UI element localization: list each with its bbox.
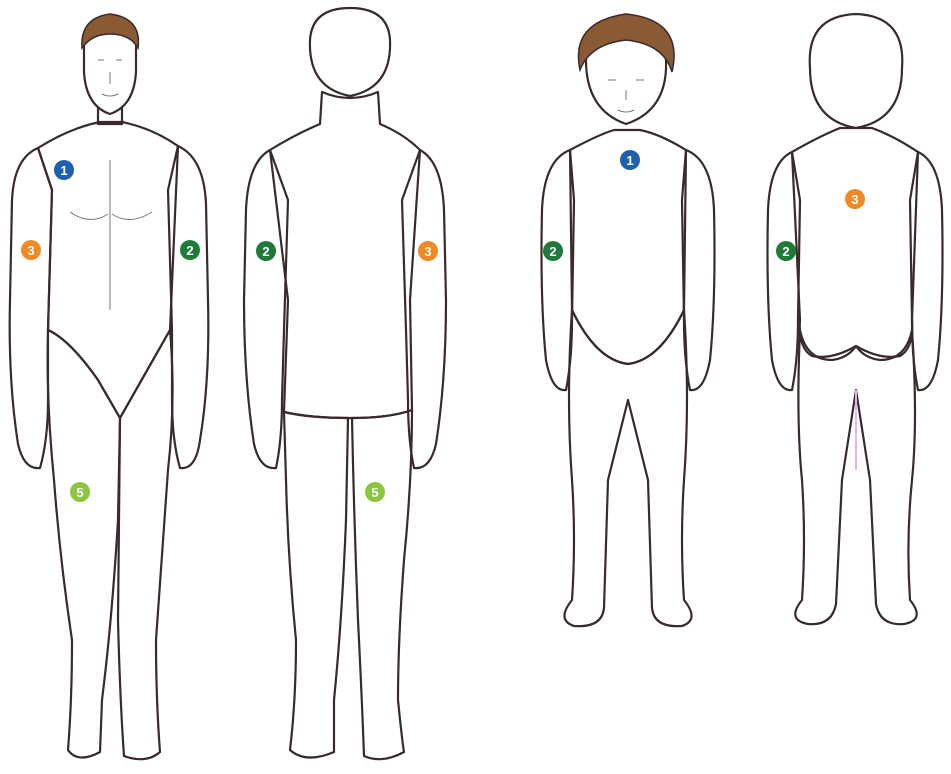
adult-back-leg-region-4 <box>284 412 348 758</box>
label-text-1: 1 <box>60 163 67 178</box>
adult-back-label-6: 6 <box>342 211 351 230</box>
adult-back-head <box>310 8 390 96</box>
adult-back-left-arm-region-2 <box>244 150 288 468</box>
child-back-figure <box>768 14 943 624</box>
child-back-label-4: 4 <box>822 387 832 406</box>
child-back-head <box>810 14 903 128</box>
adult-front-leg-region-5 <box>48 330 120 758</box>
adult-back-label-2: 2 <box>256 241 276 261</box>
adult-front-left-arm-region-2 <box>168 146 208 468</box>
child-back-torso-region-3 <box>792 128 918 357</box>
child-front-label-1: 1 <box>620 150 640 170</box>
label-text-2: 2 <box>186 243 193 258</box>
adult-back-right-arm-region-3 <box>402 150 446 468</box>
child-back-legs-region-4 <box>795 330 916 624</box>
child-back-right-arm-region-2 <box>910 152 943 390</box>
label-text-3: 3 <box>851 192 858 207</box>
child-back-left-arm-region-2 <box>768 152 801 390</box>
adult-front-label-4: 4 <box>134 483 144 502</box>
child-front-figure <box>542 14 715 626</box>
child-back-label-2: 2 <box>776 241 796 261</box>
child-front-hair <box>578 14 674 72</box>
label-text-3: 3 <box>424 244 431 259</box>
adult-front-label-3: 3 <box>21 240 41 260</box>
label-text-2: 2 <box>262 244 269 259</box>
label-text-5: 5 <box>76 485 83 500</box>
child-back-label-3: 3 <box>845 189 865 209</box>
label-text-1: 1 <box>626 153 633 168</box>
label-text-2: 2 <box>549 244 556 259</box>
adult-front-leg-region-4 <box>118 330 173 759</box>
adult-front-face <box>98 60 122 96</box>
adult-front-figure <box>10 14 209 759</box>
adult-front-hair <box>82 14 139 48</box>
adult-back-region-6 <box>270 92 420 418</box>
adult-back-figure <box>244 8 446 759</box>
label-text-5: 5 <box>371 485 378 500</box>
adult-front-label-1: 1 <box>54 160 74 180</box>
child-front-label-2: 2 <box>543 241 563 261</box>
adult-back-label-5: 5 <box>365 482 385 502</box>
child-front-face <box>608 80 644 112</box>
adult-back-label-4: 4 <box>313 483 323 502</box>
adult-front-right-arm-region-3 <box>10 148 52 468</box>
adult-front-label-2: 2 <box>180 240 200 260</box>
adult-back-leg-region-5 <box>352 410 412 759</box>
adult-front-chest-lines <box>70 160 152 310</box>
adult-back-label-3: 3 <box>418 241 438 261</box>
adult-front-label-5: 5 <box>70 482 90 502</box>
label-text-2: 2 <box>782 244 789 259</box>
label-text-3: 3 <box>27 243 34 258</box>
child-front-label-4: 4 <box>593 387 603 406</box>
child-front-legs-region-4 <box>564 310 691 626</box>
